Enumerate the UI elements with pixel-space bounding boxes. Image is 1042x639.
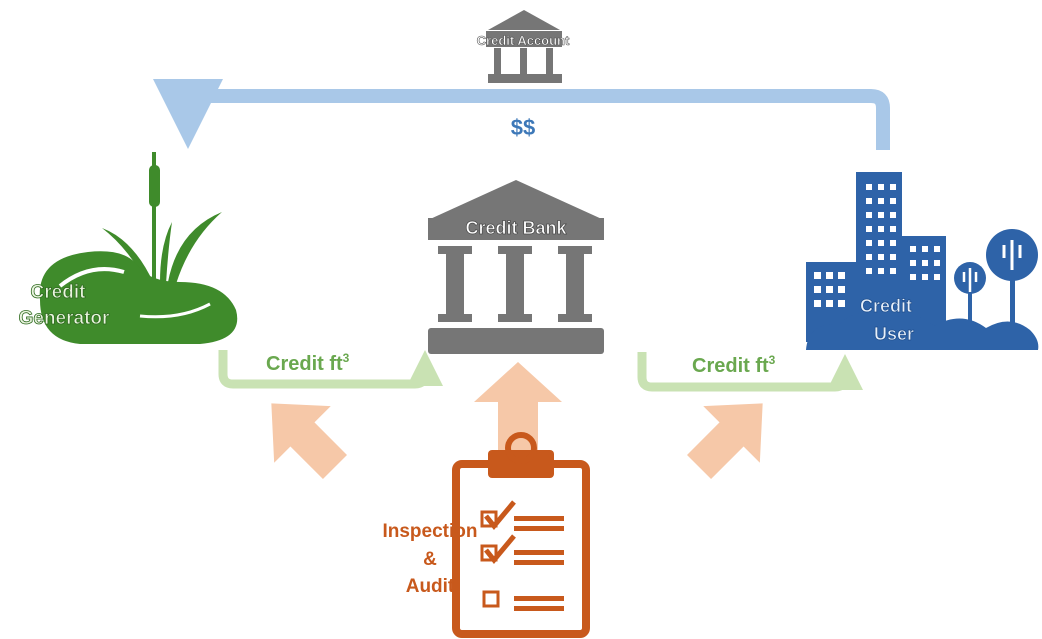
money-flow-arrow bbox=[153, 79, 890, 150]
credit-generator-label-line1: Credit bbox=[31, 282, 87, 303]
credit-flow-arrow-right bbox=[637, 352, 863, 392]
trees-icon bbox=[954, 229, 1038, 332]
pond-highlight bbox=[58, 267, 125, 288]
credit-user-label-line1: Credit bbox=[860, 296, 912, 316]
credit-user-label-line2: User bbox=[874, 324, 914, 344]
wetland-pond-icon bbox=[39, 251, 238, 344]
money-label: $$ bbox=[511, 115, 535, 140]
audit-arrow-up-left bbox=[271, 403, 347, 479]
credit-generator-label-line2: Generator bbox=[19, 308, 110, 329]
credit-flow-label-left: Credit ft3 bbox=[266, 351, 350, 375]
credit-account-icon bbox=[486, 10, 562, 83]
credit-account-label: Credit Account bbox=[477, 33, 570, 48]
audit-arrow-up-right bbox=[687, 403, 763, 479]
inspection-label-line2: & bbox=[423, 549, 437, 570]
inspection-label-line3: Audit bbox=[406, 576, 455, 597]
clipboard-icon bbox=[452, 432, 590, 638]
audit-arrow-up bbox=[474, 362, 562, 452]
city-ground-bushes bbox=[806, 313, 1039, 350]
credit-bank-icon bbox=[428, 180, 604, 354]
credit-flow-label-right: Credit ft3 bbox=[692, 353, 776, 377]
credit-bank-label: Credit Bank bbox=[465, 218, 567, 238]
pond-highlight bbox=[139, 302, 211, 319]
inspection-label-line1: Inspection bbox=[382, 521, 477, 542]
credit-flow-arrow-left bbox=[218, 350, 443, 389]
